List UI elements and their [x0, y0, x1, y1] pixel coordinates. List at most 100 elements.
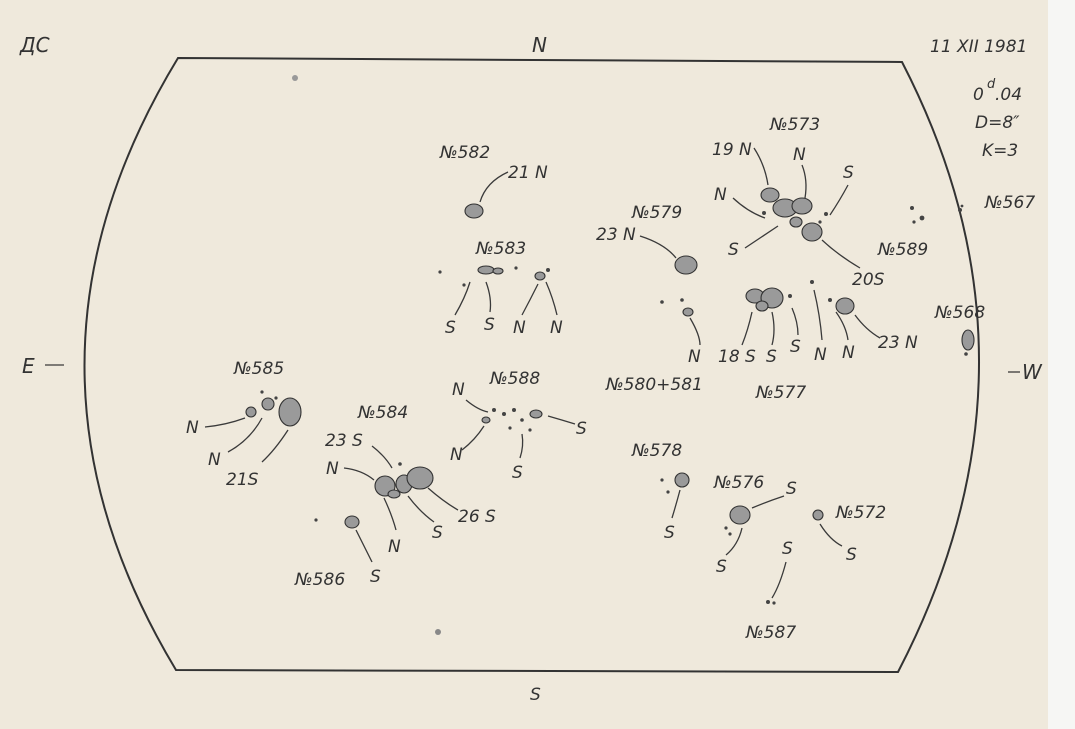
- leader-line: [741, 311, 753, 346]
- sunspot: [387, 489, 401, 499]
- group-number: №572: [835, 503, 886, 523]
- polarity-label: 23 N: [878, 333, 918, 353]
- sunspot: [755, 300, 769, 312]
- leader-line: [343, 467, 375, 481]
- leader-line: [801, 164, 807, 199]
- pore: [919, 215, 925, 221]
- polarity-label: 21S: [226, 470, 259, 490]
- polarity-label: 23 S: [325, 431, 363, 451]
- pore: [502, 412, 506, 416]
- group-number: №589: [877, 240, 928, 260]
- pore: [314, 518, 318, 522]
- pore: [508, 426, 512, 430]
- polarity-label: S: [664, 523, 675, 543]
- paper-mark: [435, 629, 441, 635]
- polarity-label: S: [782, 539, 793, 559]
- time-fraction: .04: [995, 85, 1022, 105]
- pore: [274, 396, 278, 400]
- polarity-label: 19 N: [712, 140, 752, 160]
- group-585: №585 N N 21S: [186, 359, 302, 490]
- leader-line: [791, 307, 799, 336]
- polarity-label: 26 S: [458, 507, 496, 527]
- leader-line: [227, 417, 263, 453]
- quality-label: K=3: [982, 141, 1018, 161]
- leader-line: [485, 281, 492, 313]
- pore: [762, 211, 766, 215]
- polarity-label: S: [843, 163, 854, 183]
- polarity-label: N: [452, 380, 465, 400]
- group-number: №567: [984, 193, 1035, 213]
- pore: [514, 266, 518, 270]
- group-579: №579 23 N: [596, 203, 698, 275]
- sunspot: [245, 406, 257, 418]
- pore: [462, 283, 466, 287]
- solar-disk-frame: [83, 56, 980, 674]
- sunspot: [278, 397, 302, 427]
- leader-line: [371, 445, 393, 469]
- pore: [666, 490, 670, 494]
- polarity-label: N: [714, 185, 727, 205]
- north-direction-label: N: [532, 33, 547, 57]
- group-584: №584 23 S N N S 26 S: [325, 403, 496, 557]
- leader-line: [479, 171, 509, 203]
- polarity-label: N: [450, 445, 463, 465]
- leader-line: [427, 487, 459, 511]
- west-direction-label: W: [1022, 360, 1043, 384]
- polarity-label: N: [208, 450, 221, 470]
- polarity-label: 20S: [852, 270, 885, 290]
- polarity-label: N: [814, 345, 827, 365]
- pore: [724, 526, 728, 530]
- leader-line: [521, 283, 539, 316]
- pore: [818, 220, 822, 224]
- polarity-label: S: [576, 419, 587, 439]
- polarity-label: S: [370, 567, 381, 587]
- polarity-label: 23 N: [596, 225, 636, 245]
- pore: [520, 418, 524, 422]
- polarity-label: S: [432, 523, 443, 543]
- sunspot: [529, 409, 543, 419]
- sunspot: [481, 416, 491, 424]
- pore: [810, 280, 814, 284]
- pore: [398, 462, 402, 466]
- group-number: №587: [745, 623, 796, 643]
- pore: [910, 206, 914, 210]
- polarity-label: S: [766, 347, 777, 367]
- group-587: S №587: [745, 539, 796, 643]
- sunspot: [835, 297, 855, 315]
- group-number: №580+581: [605, 375, 703, 395]
- group-582: №582 21 N: [439, 143, 548, 219]
- leader-line: [771, 311, 775, 346]
- leader-line: [204, 417, 246, 428]
- leader-line: [732, 197, 766, 219]
- pore: [960, 204, 964, 208]
- sunspot: [812, 509, 824, 521]
- leader-line: [744, 225, 779, 249]
- group-number: №584: [357, 403, 408, 423]
- sunspot: [682, 307, 694, 317]
- leader-line: [813, 289, 823, 341]
- leader-line: [465, 399, 489, 413]
- pore: [438, 270, 442, 274]
- leader-line: [519, 433, 524, 459]
- pore: [492, 408, 496, 412]
- group-577: 18 S S S N N 23 N №577: [718, 280, 918, 403]
- pore: [766, 600, 770, 604]
- leader-line: [835, 311, 849, 341]
- sunspot: [674, 255, 698, 275]
- group-576: №576 S S: [713, 473, 797, 577]
- group-number: №577: [755, 383, 806, 403]
- group-number: №583: [475, 239, 526, 259]
- leader-line: [671, 489, 681, 519]
- leader-line: [639, 235, 677, 259]
- group-number: №585: [233, 359, 284, 379]
- sunspot: [760, 187, 780, 203]
- group-number: №576: [713, 473, 764, 493]
- group-number: №588: [489, 369, 540, 389]
- polarity-label: 18 S: [718, 347, 756, 367]
- leader-line: [547, 415, 576, 425]
- group-number: №579: [631, 203, 682, 223]
- group-572: №572 S: [812, 503, 886, 565]
- group-583: №583 S S N N: [438, 239, 563, 338]
- pore: [788, 294, 792, 298]
